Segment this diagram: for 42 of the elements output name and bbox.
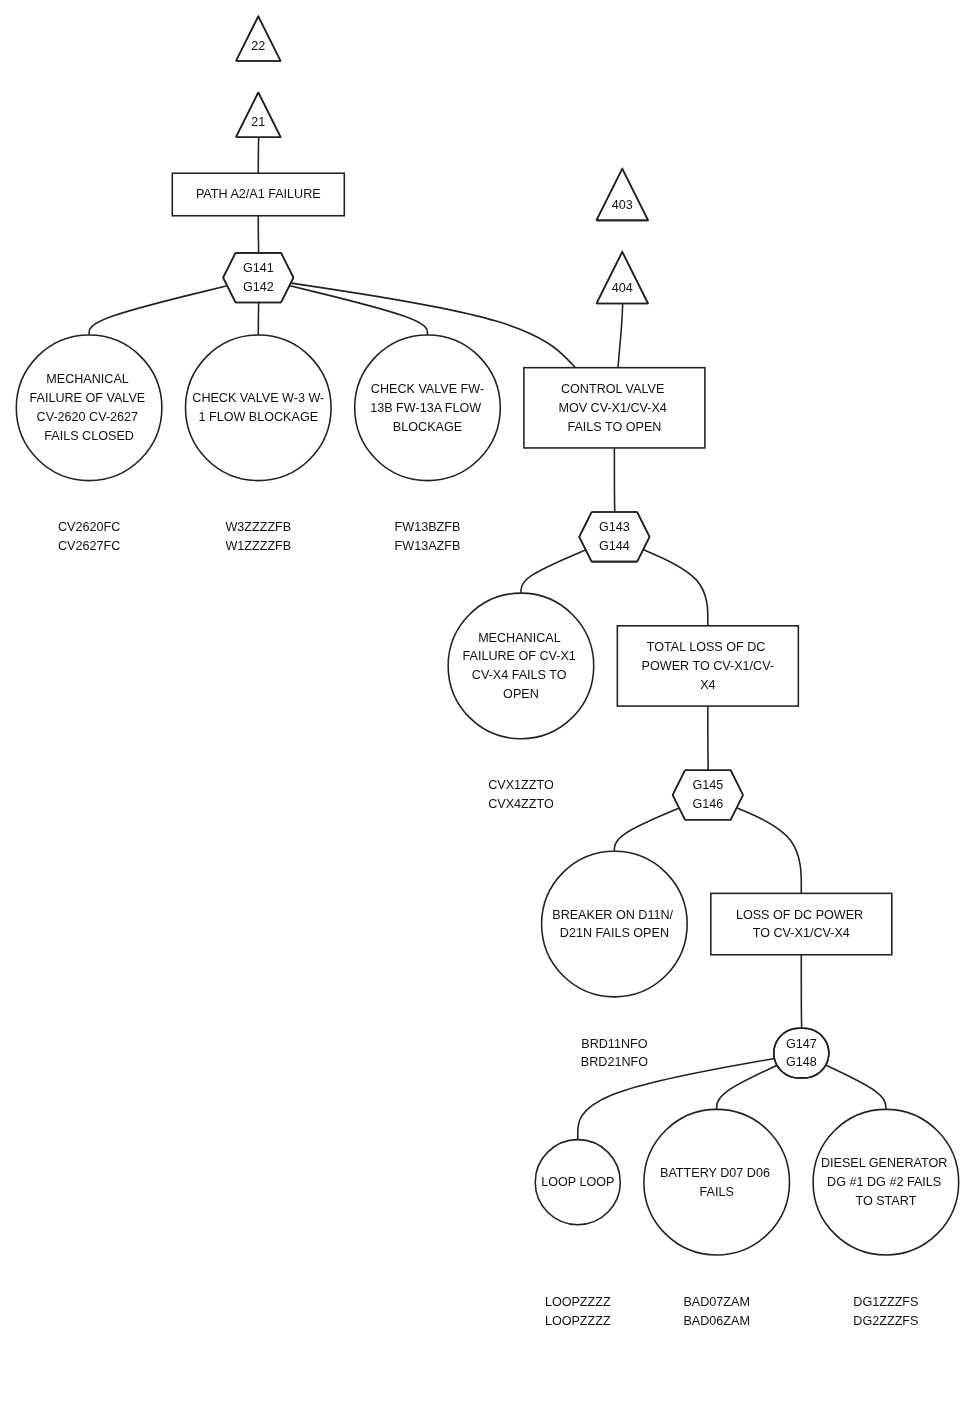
node-label: BAD07ZAM [683, 1294, 750, 1309]
node-circle: BATTERY D07 D06 FAILS [643, 1108, 791, 1256]
node-label: FW13BZFB [394, 520, 461, 534]
node-label: LOOPZZZZ [544, 1294, 611, 1309]
node-label: W1ZZZZFB [225, 539, 292, 553]
node-circle: DIESEL GENERATOR DG #1 DG #2 FAILS TO START [812, 1108, 960, 1256]
node-label: W3ZZZZFB [225, 520, 292, 534]
node-box: TOTAL LOSS OF DC POWER TO CV-X1/CV-X4 [616, 625, 800, 707]
node-circle: CHECK VALVE FW-13B FW-13A FLOW BLOCKAGE [353, 334, 502, 482]
node-label: BAD06ZAM [683, 1313, 750, 1327]
node-circle: MECHANICAL FAILURE OF CV-X1 CV-X4 FAILS TO OPEN [447, 592, 595, 740]
connector [613, 807, 681, 853]
node-circle: LOOP LOOP [534, 1138, 622, 1226]
connector [290, 282, 577, 369]
node-box: LOSS OF DC POWER TO CV-X1/CV-X4 [710, 892, 893, 956]
connector [520, 549, 587, 594]
node-box: PATH A2/A1 FAILURE [171, 172, 346, 217]
connector [715, 1064, 778, 1111]
node-label: BRD21NFO [580, 1055, 648, 1069]
node-circle: CHECK VALVE W-3 W-1 FLOW BLOCKAGE [184, 334, 332, 482]
node-label: DG2ZZZFS [853, 1313, 919, 1327]
connector [257, 302, 260, 336]
node-label: LOOPZZZZ [544, 1313, 611, 1327]
connector [642, 549, 709, 627]
connector [736, 807, 803, 895]
connector [613, 447, 616, 514]
node-label: CV2627FC [57, 539, 121, 553]
connector [707, 705, 710, 772]
node-circle: BREAKER ON D11N/ D21N FAILS OPEN [540, 850, 688, 998]
node-label: DG1ZZZFS [853, 1294, 919, 1309]
node-label: CV2620FC [57, 520, 121, 534]
node-label: CVX1ZZTO [488, 778, 554, 792]
node-label: FW13AZFB [394, 539, 461, 553]
connector [289, 285, 429, 336]
connector [800, 953, 803, 1030]
connector [577, 1057, 776, 1141]
node-circle: MECHANICAL FAILURE OF VALVE CV-2620 CV-2627 FAILS CLOSED [15, 334, 163, 482]
node-label: BRD11NFO [581, 1036, 648, 1050]
connector [617, 303, 624, 369]
node-label: CVX4ZZTO [488, 797, 554, 811]
node-box: CONTROL VALVE MOV CV-X1/CV-X4 FAILS TO OPEN [523, 366, 706, 449]
connector [825, 1064, 887, 1111]
